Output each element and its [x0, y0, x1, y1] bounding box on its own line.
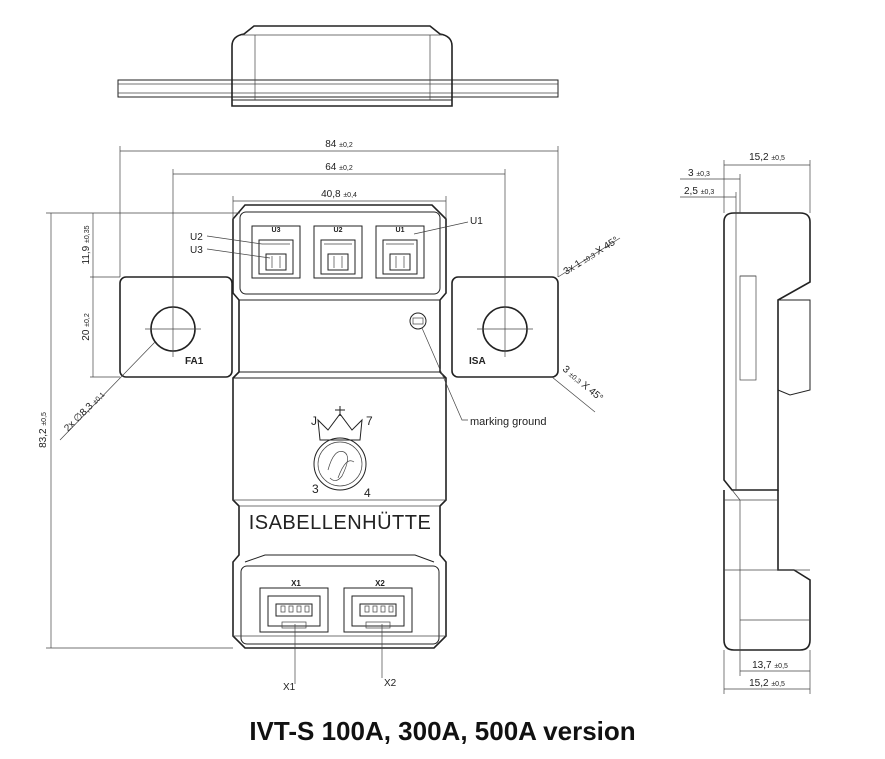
callout-u3: U3	[190, 245, 203, 256]
connector-u1	[375, 225, 425, 279]
logo-digit-4: 4	[364, 486, 371, 500]
logo-digit-3: 3	[312, 482, 319, 496]
connector-label-u3: U3	[272, 227, 281, 234]
brand-name: ISABELLENHÜTTE	[249, 512, 432, 534]
dim-64: 64 ±0,2	[325, 162, 353, 173]
dim-40-8: 40,8 ±0,4	[321, 189, 357, 200]
dim-side-15-2-bottom: 15,2 ±0,5	[749, 678, 785, 689]
connector-label-x1: X1	[291, 579, 301, 588]
front-view: U3 U2 U1 FA1 ISA J 7 3 4 ISABELLENHÜTTE	[119, 204, 559, 693]
callout-x2: X2	[384, 678, 397, 689]
callout-u1: U1	[470, 216, 483, 227]
logo-letter-j: J	[311, 414, 317, 428]
connector-label-u2: U2	[334, 227, 343, 234]
dim-side-15-2-top: 15,2 ±0,5	[749, 152, 785, 163]
side-view	[723, 212, 811, 651]
callout-marking-ground: marking ground	[470, 416, 546, 428]
marking-ground-circle	[409, 312, 427, 330]
figure-caption: IVT-S 100A, 300A, 500A version	[249, 716, 636, 746]
terminal-label-isa: ISA	[469, 356, 486, 367]
connector-label-x2: X2	[375, 579, 385, 588]
top-view	[117, 25, 559, 107]
housing	[232, 204, 447, 649]
logo: J 7 3 4	[311, 406, 373, 500]
callout-x1: X1	[283, 682, 296, 693]
connector-x2	[343, 587, 413, 633]
dim-chamfer-top: 3x 1 ±0,3 X 45°	[562, 235, 621, 278]
connector-u2	[313, 225, 363, 279]
front-dimensions: 84 ±0,2 64 ±0,2 40,8 ±0,4 83,2 ±0,5 11,9…	[38, 139, 621, 649]
dim-hole-diameter: 2x ∅8,3 ±0,1	[62, 389, 107, 434]
side-dimensions: 15,2 ±0,5 3 ±0,3 2,5 ±0,3 13,7 ±0,5 15,2…	[680, 152, 811, 694]
dim-11-9: 11,9 ±0,35	[81, 225, 92, 264]
dim-83-2: 83,2 ±0,5	[38, 412, 49, 448]
logo-digit-7: 7	[366, 414, 373, 428]
dim-side-3: 3 ±0,3	[688, 168, 710, 179]
dim-side-2-5: 2,5 ±0,3	[684, 186, 714, 197]
connector-x1	[259, 587, 329, 633]
callout-u2: U2	[190, 232, 203, 243]
dim-side-13-7: 13,7 ±0,5	[752, 660, 788, 671]
connector-u3	[251, 225, 301, 279]
terminal-label-fa1: FA1	[185, 356, 204, 367]
dim-20: 20 ±0,2	[81, 313, 92, 341]
dim-84: 84 ±0,2	[325, 139, 353, 150]
terminal-left	[119, 276, 233, 378]
dim-chamfer-bottom: 3 ±0,3 X 45°	[560, 364, 605, 404]
connector-label-u1: U1	[396, 227, 405, 234]
